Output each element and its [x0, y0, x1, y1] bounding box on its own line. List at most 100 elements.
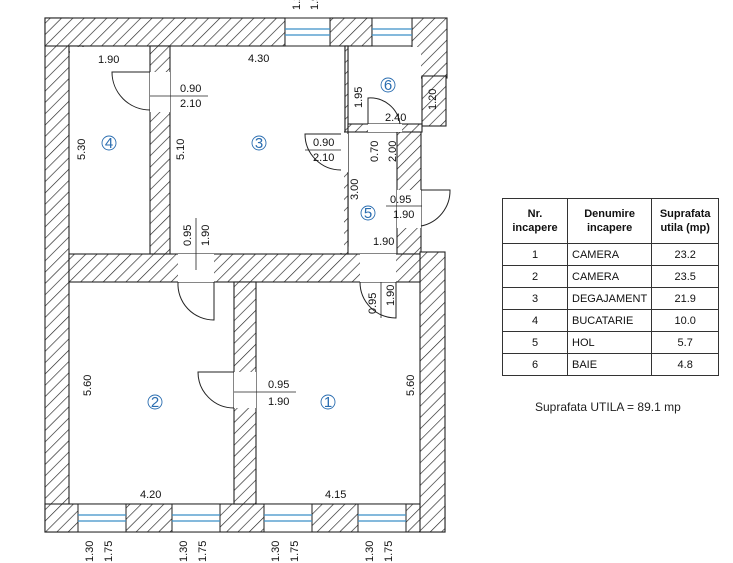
- dim-win3-a: 1.30: [270, 541, 282, 562]
- dim-win4-b: 1.75: [383, 541, 395, 562]
- table-row: 6 BAIE 4.8: [502, 353, 720, 376]
- dim-r4-width: 1.90: [98, 54, 119, 66]
- room-number-4: 4: [105, 135, 113, 152]
- room-1-floor: [257, 283, 419, 503]
- dim-d1b-h: 1.90: [385, 285, 397, 306]
- dim-d3-h: 2.10: [180, 98, 201, 110]
- dim-r3-width: 4.30: [248, 53, 269, 65]
- dim-d6-h: 2.00: [387, 141, 399, 162]
- window-bottom-4: [357, 503, 407, 533]
- dim-d1b-w: 0.95: [367, 293, 379, 314]
- room-number-cell: 5: [502, 331, 568, 354]
- dim-d5-h: 1.90: [393, 209, 414, 221]
- room-5-floor: [349, 133, 396, 253]
- room-number-5: 5: [364, 205, 372, 222]
- room-area-cell: 10.0: [651, 309, 720, 332]
- room-number-cell: 2: [502, 265, 568, 288]
- dim-win2-b: 1.75: [197, 541, 209, 562]
- header-room-number: Nr. incapere: [502, 198, 568, 244]
- room-name-cell: BUCATARIE: [566, 309, 653, 332]
- room-number-6: 6: [384, 77, 392, 94]
- room-legend: Nr. incapere Denumire incapere Suprafata…: [502, 198, 720, 376]
- floor-plan: 4 3 6 5 2 1 1.90 4.30 5.30 5.10 0.90 2.1…: [44, 0, 451, 562]
- dim-top-win-b: 1.9: [309, 0, 321, 10]
- dim-r1-width: 4.15: [325, 489, 346, 501]
- room-area-cell: 5.7: [651, 331, 720, 354]
- dim-r6-side: 1.20: [427, 89, 439, 110]
- room-number-cell: 6: [502, 353, 568, 376]
- room-number-cell: 3: [502, 287, 568, 310]
- dim-r5-width: 1.90: [373, 236, 394, 248]
- wall-top-left: [44, 17, 286, 47]
- table-row: 2 CAMERA 23.5: [502, 265, 720, 288]
- legend-table: Nr. incapere Denumire incapere Suprafata…: [502, 198, 720, 376]
- room-area-cell: 23.5: [651, 265, 720, 288]
- window-bottom-2: [171, 503, 221, 533]
- room-number-3: 3: [255, 135, 263, 152]
- door-swing-r3-r2: [177, 281, 215, 321]
- table-row: 5 HOL 5.7: [502, 331, 720, 354]
- dim-top-win-a: 1.2: [291, 0, 303, 10]
- room-floors: [70, 47, 421, 503]
- dim-d3b-h: 2.10: [313, 152, 334, 164]
- wall-right-lower: [419, 251, 446, 533]
- room-6-floor: [349, 47, 421, 123]
- table-row: 3 DEGAJAMENT 21.9: [502, 287, 720, 310]
- room-area-cell: 4.8: [651, 353, 720, 376]
- table-row: 1 CAMERA 23.2: [502, 243, 720, 266]
- dim-win1-b: 1.75: [103, 541, 115, 562]
- dim-r1-height: 5.60: [405, 375, 417, 396]
- room-name-cell: CAMERA: [566, 265, 653, 288]
- dim-r2-height: 5.60: [82, 375, 94, 396]
- dim-r4-height: 5.30: [76, 139, 88, 160]
- door-swing-entrance: [420, 189, 451, 227]
- door-swing-r4-r3: [111, 71, 151, 111]
- total-usable-area: Suprafata UTILA = 89.1 mp: [535, 400, 681, 414]
- dim-d3-w: 0.90: [180, 83, 201, 95]
- room-name-cell: BAIE: [566, 353, 653, 376]
- dim-d5-w: 0.95: [390, 194, 411, 206]
- dim-d2-h: 1.90: [200, 225, 212, 246]
- room-area-cell: 21.9: [651, 287, 720, 310]
- dim-r5-height: 3.00: [349, 179, 361, 200]
- dim-win1-a: 1.30: [84, 541, 96, 562]
- dim-d3b-w: 0.90: [313, 137, 334, 149]
- header-usable-area: Suprafata utila (mp): [651, 198, 720, 244]
- window-bottom-3: [263, 503, 313, 533]
- table-row: 4 BUCATARIE 10.0: [502, 309, 720, 332]
- dim-d12-w: 0.95: [268, 379, 289, 391]
- wall-right-upper: [421, 75, 447, 127]
- doors: [111, 71, 451, 409]
- dim-win3-b: 1.75: [289, 541, 301, 562]
- dim-d2-w: 0.95: [182, 225, 194, 246]
- dim-r6-width: 2.40: [385, 112, 406, 124]
- dim-win4-a: 1.30: [364, 541, 376, 562]
- door-swing-r6: [367, 97, 401, 125]
- room-2-floor: [70, 283, 233, 503]
- door-swing-r2-r1: [197, 371, 235, 409]
- window-bottom-1: [77, 503, 127, 533]
- room-name-cell: HOL: [566, 331, 653, 354]
- room-name-cell: DEGAJAMENT: [566, 287, 653, 310]
- dim-d6-w: 0.70: [369, 141, 381, 162]
- room-name-cell: CAMERA: [566, 243, 653, 266]
- dim-r2-width: 4.20: [140, 489, 161, 501]
- window-top-right: [371, 17, 413, 47]
- wall-left: [44, 17, 70, 533]
- door-swing-r3-r5: [304, 133, 342, 171]
- room-number-cell: 4: [502, 309, 568, 332]
- window-top: [284, 17, 331, 47]
- dim-d12-h: 1.90: [268, 396, 289, 408]
- wall-top-mid: [329, 17, 373, 47]
- dim-r3-height: 5.10: [175, 139, 187, 160]
- dimension-labels: 1.90 4.30 5.30 5.10 0.90 2.10 1.95 1.20 …: [76, 0, 439, 562]
- legend-header-row: Nr. incapere Denumire incapere Suprafata…: [502, 198, 720, 244]
- room-labels: 4 3 6 5 2 1: [101, 77, 396, 411]
- room-number-cell: 1: [502, 243, 568, 266]
- dim-r6-height: 1.95: [353, 87, 365, 108]
- room-number-1: 1: [324, 394, 332, 411]
- room-number-2: 2: [151, 394, 159, 411]
- door-swing-r3-r1: [359, 281, 397, 319]
- windows: [77, 17, 413, 533]
- dim-win2-a: 1.30: [178, 541, 190, 562]
